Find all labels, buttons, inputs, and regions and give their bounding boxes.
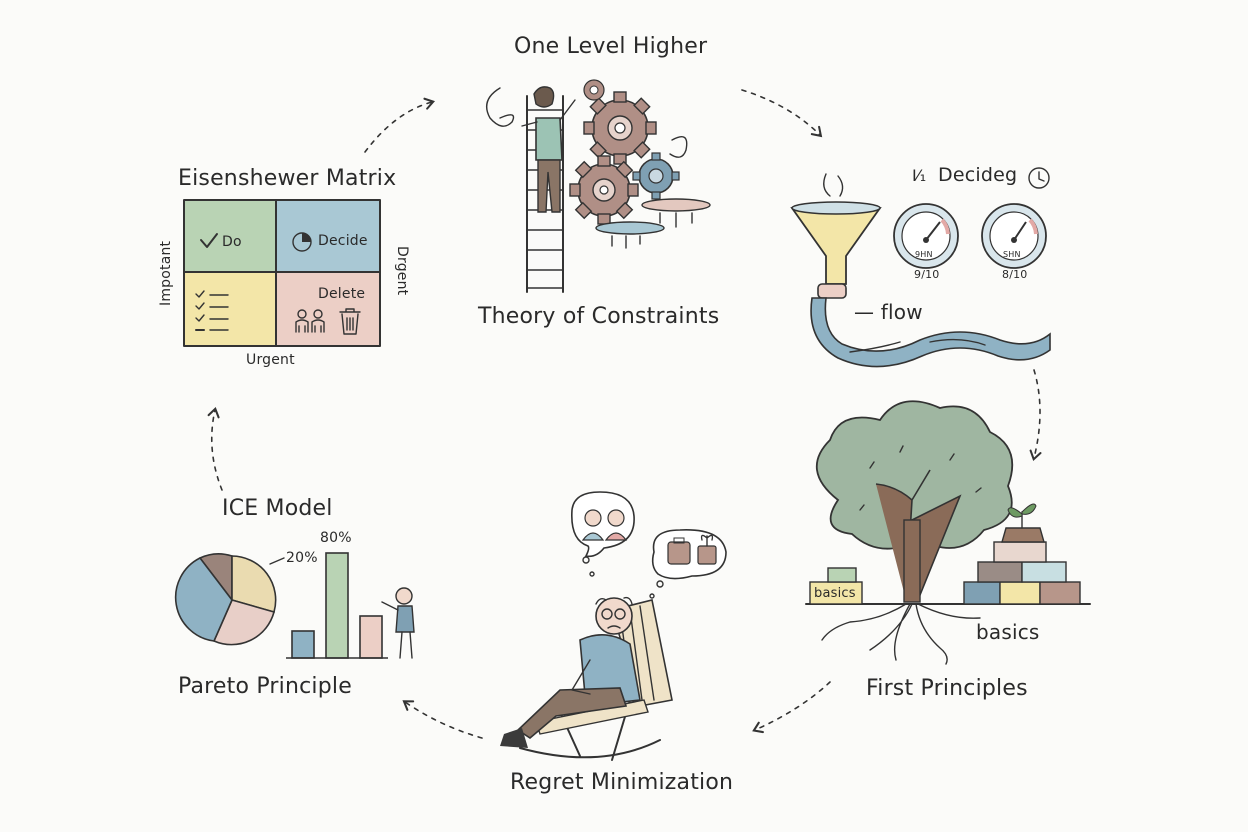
thought-bubble-icon [571, 491, 635, 558]
tree-icon [805, 400, 1091, 665]
decide-glyph: Ⅰ⁄₁ [912, 166, 927, 185]
pareto-bar-1 [291, 630, 315, 659]
trash-icon [339, 308, 361, 335]
label-regret-minimization: Regret Minimization [510, 770, 734, 795]
thought-bubble-icon-2 [651, 529, 727, 580]
arrow-regret-to-pareto [402, 700, 483, 739]
matrix-delete: Delete [318, 286, 366, 302]
seedling-icon [1001, 503, 1045, 543]
arrow-flow-to-principles [1029, 369, 1042, 462]
pareto-bar-3 [359, 615, 383, 659]
label-flow: — flow [854, 300, 923, 324]
arrow-matrix-to-constraints [364, 97, 436, 153]
label-first-principles: First Principles [866, 676, 1028, 701]
pareto-bars [286, 552, 388, 659]
arrow-principles-to-regret [752, 681, 831, 734]
pie-chart-icon [174, 553, 285, 646]
label-eisenhower-matrix: Eisenshewer Matrix [178, 166, 397, 191]
label-ice-model: ICE Model [222, 496, 333, 521]
pie-slice-icon [292, 232, 312, 252]
matrix-do: Do [222, 234, 242, 250]
gauge-icon [893, 203, 959, 269]
gauge-right-value: 8/10 [1002, 268, 1028, 281]
basics-box [809, 567, 863, 605]
gear-icon [569, 79, 711, 249]
label-theory-of-constraints: Theory of Constraints [478, 304, 720, 329]
checklist-icon [195, 290, 229, 331]
gauge-right-face: SHN [1003, 250, 1021, 259]
rocking-chair-person [500, 556, 673, 761]
eisenhower-matrix [183, 199, 381, 347]
arrow-ice-to-matrix [207, 406, 223, 491]
label-decide: Decideg [938, 164, 1018, 186]
block-stack [963, 541, 1081, 605]
pareto-80-label: 80% [320, 530, 352, 546]
matrix-axis-important: Impotant [158, 240, 174, 306]
check-icon [200, 233, 218, 248]
pareto-bar-2 [325, 552, 349, 659]
label-basics-box: basics [814, 586, 856, 601]
people-icon [295, 309, 325, 333]
gauge-left-face: 9HN [915, 250, 933, 259]
pointing-person [381, 587, 415, 659]
label-basics-roots: basics [976, 620, 1040, 644]
funnel-icon [790, 173, 882, 299]
flow-text: flow [880, 300, 923, 324]
gauge-icon-2 [981, 203, 1047, 269]
matrix-axis-urgent-right: Drgent [394, 246, 410, 296]
flow-river [810, 297, 1051, 368]
label-pareto-principle: Pareto Principle [178, 674, 352, 699]
ladder-person [486, 86, 576, 293]
matrix-axis-urgent-bottom: Urgent [246, 352, 295, 368]
pareto-20-label: 20% [286, 550, 318, 566]
label-one-level-higher: One Level Higher [514, 34, 708, 59]
gauge-left-value: 9/10 [914, 268, 940, 281]
matrix-decide: Decide [318, 233, 368, 249]
arrow-constraints-to-decide [741, 89, 823, 138]
clock-icon [1028, 167, 1050, 189]
